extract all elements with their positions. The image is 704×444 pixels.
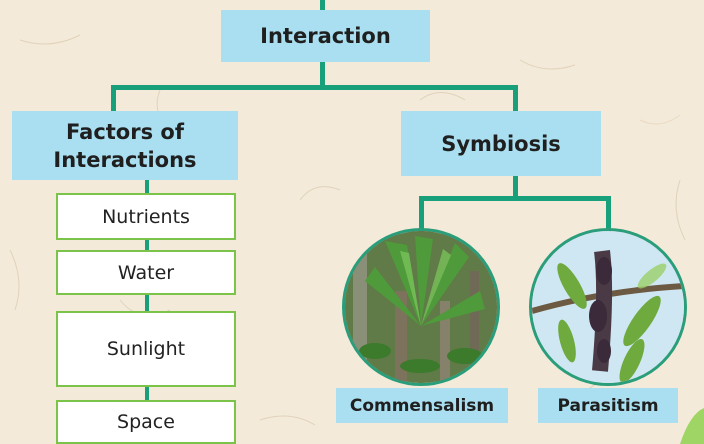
symbiosis-label: Symbiosis	[441, 131, 561, 156]
factor-item-nutrients: Nutrients	[56, 193, 236, 240]
interaction-box: Interaction	[221, 10, 430, 62]
commensalism-photo	[342, 228, 500, 386]
factor-label: Space	[117, 411, 175, 433]
factor-label: Nutrients	[102, 205, 190, 228]
parasitism-caption: Parasitism	[538, 388, 678, 423]
commensalism-label: Commensalism	[349, 395, 495, 416]
factor-label: Sunlight	[106, 338, 186, 360]
interaction-label: Interaction	[260, 24, 391, 48]
factors-title-line1: Factors of	[66, 119, 184, 144]
leaf-decoration	[680, 408, 704, 444]
parasitism-photo	[529, 228, 687, 386]
factor-item-sunlight: Sunlight	[56, 311, 236, 387]
factor-item-space: Space	[56, 400, 236, 444]
factor-item-water: Water	[56, 250, 236, 295]
factors-of-interactions-box: Factors of Interactions	[12, 111, 238, 180]
symbiosis-box: Symbiosis	[401, 111, 601, 176]
factors-title-line2: Interactions	[53, 147, 197, 172]
commensalism-caption: Commensalism	[336, 388, 508, 423]
parasitism-label: Parasitism	[557, 395, 659, 416]
factor-label: Water	[117, 261, 175, 284]
